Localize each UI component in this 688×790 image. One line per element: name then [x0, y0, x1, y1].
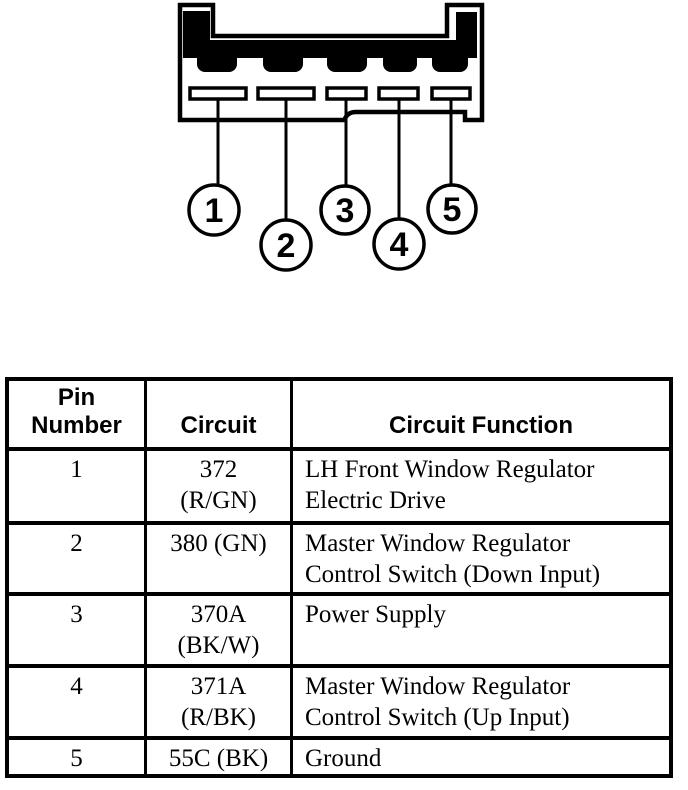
pin-callout-1: 1	[187, 183, 241, 237]
pin-callout-5: 5	[426, 183, 478, 235]
pin-slot-3	[325, 86, 368, 101]
cell-pin-number: 4	[9, 668, 147, 740]
pin-circle-3	[319, 184, 371, 236]
header-pin-number: Pin Number	[9, 381, 147, 451]
header-circuit-function: Circuit Function	[293, 381, 669, 451]
cell-circuit-function: Master Window Regulator Control Switch (…	[293, 668, 669, 740]
cell-circuit-function: Ground	[305, 745, 382, 772]
pin-number-label-5: 5	[443, 191, 462, 229]
cell-pin-number: 5	[9, 740, 147, 774]
pin-number-label-2: 2	[277, 227, 296, 265]
pin-circle-2	[259, 218, 313, 272]
cell-pin-number: 3	[9, 596, 147, 668]
pin-number-label-3: 3	[336, 192, 355, 230]
pin-leader-lines	[216, 99, 453, 221]
cell-circuit: 55C (BK)	[147, 740, 293, 774]
pin-slot-2	[256, 86, 316, 101]
pin-callout-3: 3	[319, 184, 371, 236]
connector-diagram: 1 2 3 4 5	[177, 2, 485, 272]
contact-tooth-1	[197, 40, 237, 72]
cell-circuit-function: Master Window Regulator Control Switch (…	[293, 525, 669, 596]
cell-pin-number: 1	[9, 451, 147, 525]
contact-tooth-5	[432, 40, 468, 72]
pin-number-label-4: 4	[390, 226, 409, 264]
pin-circle-4	[372, 217, 426, 271]
cell-circuit: 370A (BK/W)	[147, 596, 293, 668]
contact-band	[183, 11, 477, 72]
cell-circuit-function: LH Front Window Regulator Electric Drive	[293, 451, 669, 525]
cell-pin-number: 2	[9, 525, 147, 596]
cell-circuit: 371A (R/BK)	[147, 668, 293, 740]
pin-callout-4: 4	[372, 217, 426, 271]
pin-slot-4	[377, 86, 420, 101]
cell-circuit: 380 (GN)	[147, 525, 293, 596]
header-circuit: Circuit	[147, 381, 293, 451]
contact-tooth-2	[263, 40, 303, 72]
contact-tooth-4	[383, 40, 417, 72]
cell-circuit: 372 (R/GN)	[147, 451, 293, 525]
cell-circuit-function: Power Supply	[293, 596, 669, 668]
pinout-table: Pin Number Circuit Circuit Function 1 37…	[5, 377, 673, 778]
pin-callout-2: 2	[259, 218, 313, 272]
pin-circle-1	[187, 183, 241, 237]
pin-circle-5	[426, 183, 478, 235]
pin-slot-5	[430, 86, 472, 101]
contact-tooth-3	[327, 40, 367, 72]
pin-slot-1	[188, 86, 248, 101]
pin-number-label-1: 1	[205, 192, 224, 230]
